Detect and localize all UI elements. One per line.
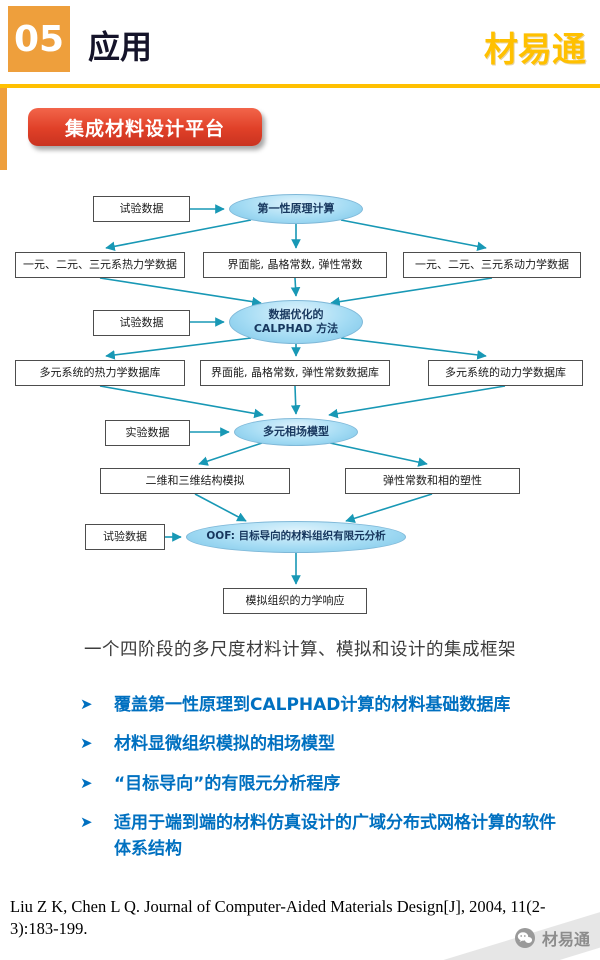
list-item: ➤ 适用于端到端的材料仿真设计的广域分布式网格计算的软件体系结构 <box>78 810 560 863</box>
section-number: 05 <box>13 18 65 60</box>
left-accent-bar <box>0 88 7 170</box>
watermark-text: 材易通 <box>541 930 590 949</box>
section-badge: 集成材料设计平台 <box>28 108 262 146</box>
bullet-arrow-icon: ➤ <box>80 695 93 713</box>
flow-box-interface-constants: 界面能, 晶格常数, 弹性常数 <box>203 252 387 278</box>
flow-ellipse-oof-fem: OOF: 目标导向的材料组织有限元分析 <box>186 521 406 553</box>
list-item: ➤ 覆盖第一性原理到CALPHAD计算的材料基础数据库 <box>78 692 560 718</box>
flow-box-kinetic-data: 一元、二元、三元系动力学数据 <box>403 252 581 278</box>
flow-box-elastic-plasticity: 弹性常数和相的塑性 <box>345 468 520 494</box>
flow-ellipse-phase-field: 多元相场模型 <box>234 418 358 446</box>
flow-box-constants-db: 界面能, 晶格常数, 弹性常数数据库 <box>200 360 390 386</box>
diagram-caption: 一个四阶段的多尺度材料计算、模拟和设计的集成框架 <box>84 640 516 660</box>
flow-box-mechanical-response: 模拟组织的力学响应 <box>223 588 367 614</box>
bullet-text: 适用于端到端的材料仿真设计的广域分布式网格计算的软件体系结构 <box>114 813 556 860</box>
reference-citation: Liu Z K, Chen L Q. Journal of Computer-A… <box>10 897 546 939</box>
flow-box-thermo-db: 多元系统的热力学数据库 <box>15 360 185 386</box>
bullet-arrow-icon: ➤ <box>80 813 93 832</box>
bullet-arrow-icon: ➤ <box>80 773 93 792</box>
section-number-box: 05 <box>8 6 70 72</box>
flow-box-2d3d-simulation: 二维和三维结构模拟 <box>100 468 290 494</box>
wechat-icon <box>514 928 535 948</box>
bullet-arrow-icon: ➤ <box>80 734 93 753</box>
brand-logo-text: 材易通 <box>484 30 586 70</box>
flow-box-exp-data-3: 实验数据 <box>105 420 190 446</box>
header-divider <box>0 84 600 88</box>
page-title: 应用 <box>88 28 153 66</box>
bullet-text: 覆盖第一性原理到CALPHAD计算的材料基础数据库 <box>114 695 511 715</box>
flow-box-kinetic-db: 多元系统的动力学数据库 <box>428 360 583 386</box>
key-points-list: ➤ 覆盖第一性原理到CALPHAD计算的材料基础数据库 ➤ 材料显微组织模拟的相… <box>78 692 560 876</box>
flow-ellipse-first-principles: 第一性原理计算 <box>229 194 363 224</box>
list-item: ➤ 材料显微组织模拟的相场模型 <box>78 731 560 757</box>
flow-box-exp-data-1: 试验数据 <box>93 196 190 222</box>
flow-ellipse-calphad: 数据优化的 CALPHAD 方法 <box>229 300 363 344</box>
watermark: 材易通 <box>514 926 590 950</box>
bullet-text: “目标导向”的有限元分析程序 <box>114 773 341 794</box>
flow-box-exp-data-4: 试验数据 <box>85 524 165 550</box>
flow-box-exp-data-2: 试验数据 <box>93 310 190 336</box>
list-item: ➤ “目标导向”的有限元分析程序 <box>78 771 560 797</box>
bullet-text: 材料显微组织模拟的相场模型 <box>114 734 335 755</box>
flow-box-thermo-data: 一元、二元、三元系热力学数据 <box>15 252 185 278</box>
